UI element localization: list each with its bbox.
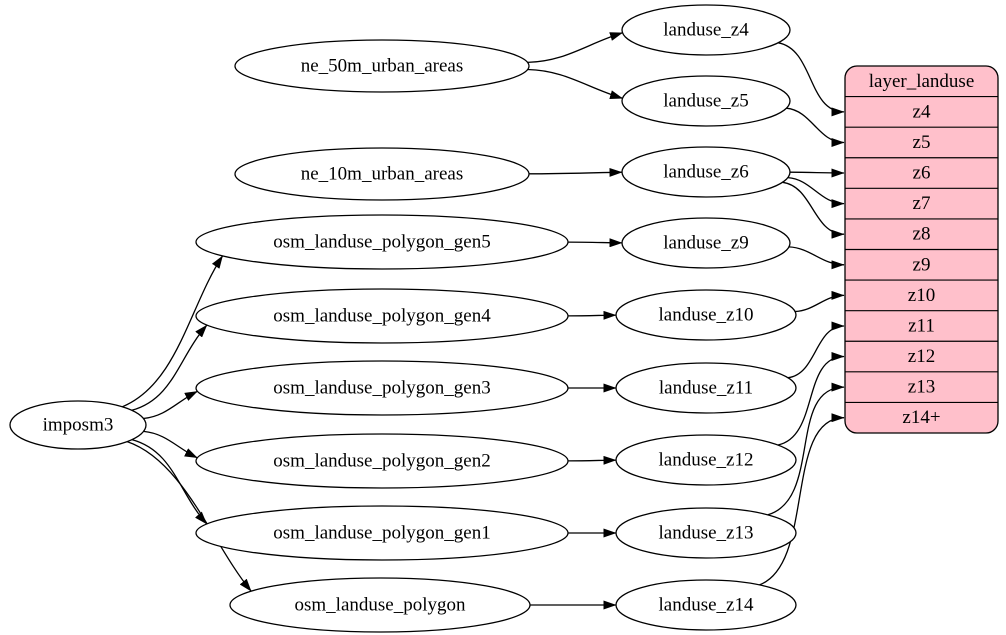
node-osm_landuse_polygon_gen4 <box>195 288 569 344</box>
node-landuse_z4 <box>621 4 791 56</box>
node-label-osm_landuse_polygon_gen1: osm_landuse_polygon_gen1 <box>273 523 490 544</box>
node-label-landuse_z13: landuse_z13 <box>659 523 754 544</box>
node-osm_landuse_polygon <box>229 577 531 633</box>
edge-imposm3-to-osm_landuse_polygon_gen1 <box>131 438 208 525</box>
node-landuse_z13 <box>615 507 797 559</box>
node-landuse_z10 <box>615 289 797 341</box>
node-landuse_z9 <box>621 217 791 269</box>
node-landuse_z5 <box>621 75 791 127</box>
table-row-z7: z7 <box>913 193 931 214</box>
edge-imposm3-to-osm_landuse_polygon_gen2 <box>143 430 198 459</box>
edge-landuse_z6-to-layer_landuse-z8 <box>782 181 845 239</box>
edge-landuse_z5-to-layer_landuse-z5 <box>786 107 845 147</box>
edge-landuse_z4-to-layer_landuse-z4 <box>778 42 845 117</box>
node-osm_landuse_polygon_gen1 <box>195 505 569 561</box>
edge-landuse_z10-to-layer_landuse-z10 <box>795 290 845 313</box>
node-label-ne_10m_urban_areas: ne_10m_urban_areas <box>301 164 464 185</box>
node-landuse_z12 <box>615 434 797 486</box>
node-osm_landuse_polygon_gen2 <box>195 433 569 489</box>
edge-imposm3-to-osm_landuse_polygon_gen5 <box>121 255 224 408</box>
table-row-z13: z13 <box>908 377 935 398</box>
edge-osm_landuse_polygon_gen2-to-landuse_z12 <box>567 455 617 465</box>
table-title-layer_landuse: layer_landuse <box>869 71 975 92</box>
table-row-z5: z5 <box>913 132 931 153</box>
table-row-z6: z6 <box>913 163 931 184</box>
table-row-z10: z10 <box>908 285 935 306</box>
node-imposm3 <box>9 400 147 450</box>
node-label-landuse_z9: landuse_z9 <box>663 233 748 254</box>
edge-osm_landuse_polygon_gen5-to-landuse_z9 <box>567 238 623 248</box>
node-ne_50m_urban_areas <box>234 39 530 93</box>
node-label-landuse_z12: landuse_z12 <box>659 450 754 471</box>
node-label-osm_landuse_polygon: osm_landuse_polygon <box>295 595 466 616</box>
node-label-osm_landuse_polygon_gen2: osm_landuse_polygon_gen2 <box>273 451 490 472</box>
edge-landuse_z9-to-layer_landuse-z9 <box>788 246 845 270</box>
node-label-landuse_z4: landuse_z4 <box>663 20 749 41</box>
node-label-landuse_z14: landuse_z14 <box>659 595 754 616</box>
edge-landuse_z11-to-layer_landuse-z11 <box>788 321 845 379</box>
node-label-landuse_z10: landuse_z10 <box>659 305 754 326</box>
node-osm_landuse_polygon_gen3 <box>195 360 569 416</box>
edge-ne_10m_urban_areas-to-landuse_z6 <box>528 167 623 177</box>
table-row-z4: z4 <box>913 101 931 122</box>
table-row-z9: z9 <box>913 254 931 275</box>
node-osm_landuse_polygon_gen5 <box>195 214 569 270</box>
edge-osm_landuse_polygon_gen4-to-landuse_z10 <box>567 310 617 320</box>
edge-ne_50m_urban_areas-to-landuse_z5 <box>527 68 623 99</box>
node-label-ne_50m_urban_areas: ne_50m_urban_areas <box>301 56 464 77</box>
table-row-z11: z11 <box>908 315 935 336</box>
table-row-z12: z12 <box>908 346 935 367</box>
node-landuse_z11 <box>615 362 797 414</box>
node-label-imposm3: imposm3 <box>43 415 114 436</box>
edge-imposm3-to-osm_landuse_polygon <box>126 440 252 592</box>
table-row-z8: z8 <box>913 224 931 245</box>
node-landuse_z6 <box>621 146 791 198</box>
edge-landuse_z6-to-layer_landuse-z7 <box>787 176 845 209</box>
edge-ne_50m_urban_areas-to-landuse_z4 <box>527 32 623 64</box>
node-label-landuse_z11: landuse_z11 <box>659 378 753 399</box>
edge-landuse_z12-to-layer_landuse-z12 <box>777 352 845 446</box>
edge-imposm3-to-osm_landuse_polygon_gen4 <box>131 324 208 411</box>
edge-landuse_z6-to-layer_landuse-z6 <box>789 168 845 178</box>
node-label-landuse_z6: landuse_z6 <box>663 162 748 183</box>
node-label-osm_landuse_polygon_gen4: osm_landuse_polygon_gen4 <box>273 306 491 327</box>
node-label-osm_landuse_polygon_gen3: osm_landuse_polygon_gen3 <box>273 378 490 399</box>
edge-imposm3-to-osm_landuse_polygon_gen3 <box>143 390 198 420</box>
edge-landuse_z13-to-layer_landuse-z13 <box>767 382 845 516</box>
node-ne_10m_urban_areas <box>234 147 530 201</box>
node-label-osm_landuse_polygon_gen5: osm_landuse_polygon_gen5 <box>273 232 490 253</box>
node-label-landuse_z5: landuse_z5 <box>663 91 748 112</box>
edge-landuse_z14-to-layer_landuse-z14+ <box>759 413 845 586</box>
node-landuse_z14 <box>615 579 797 631</box>
table-row-z14+: z14+ <box>902 407 940 428</box>
